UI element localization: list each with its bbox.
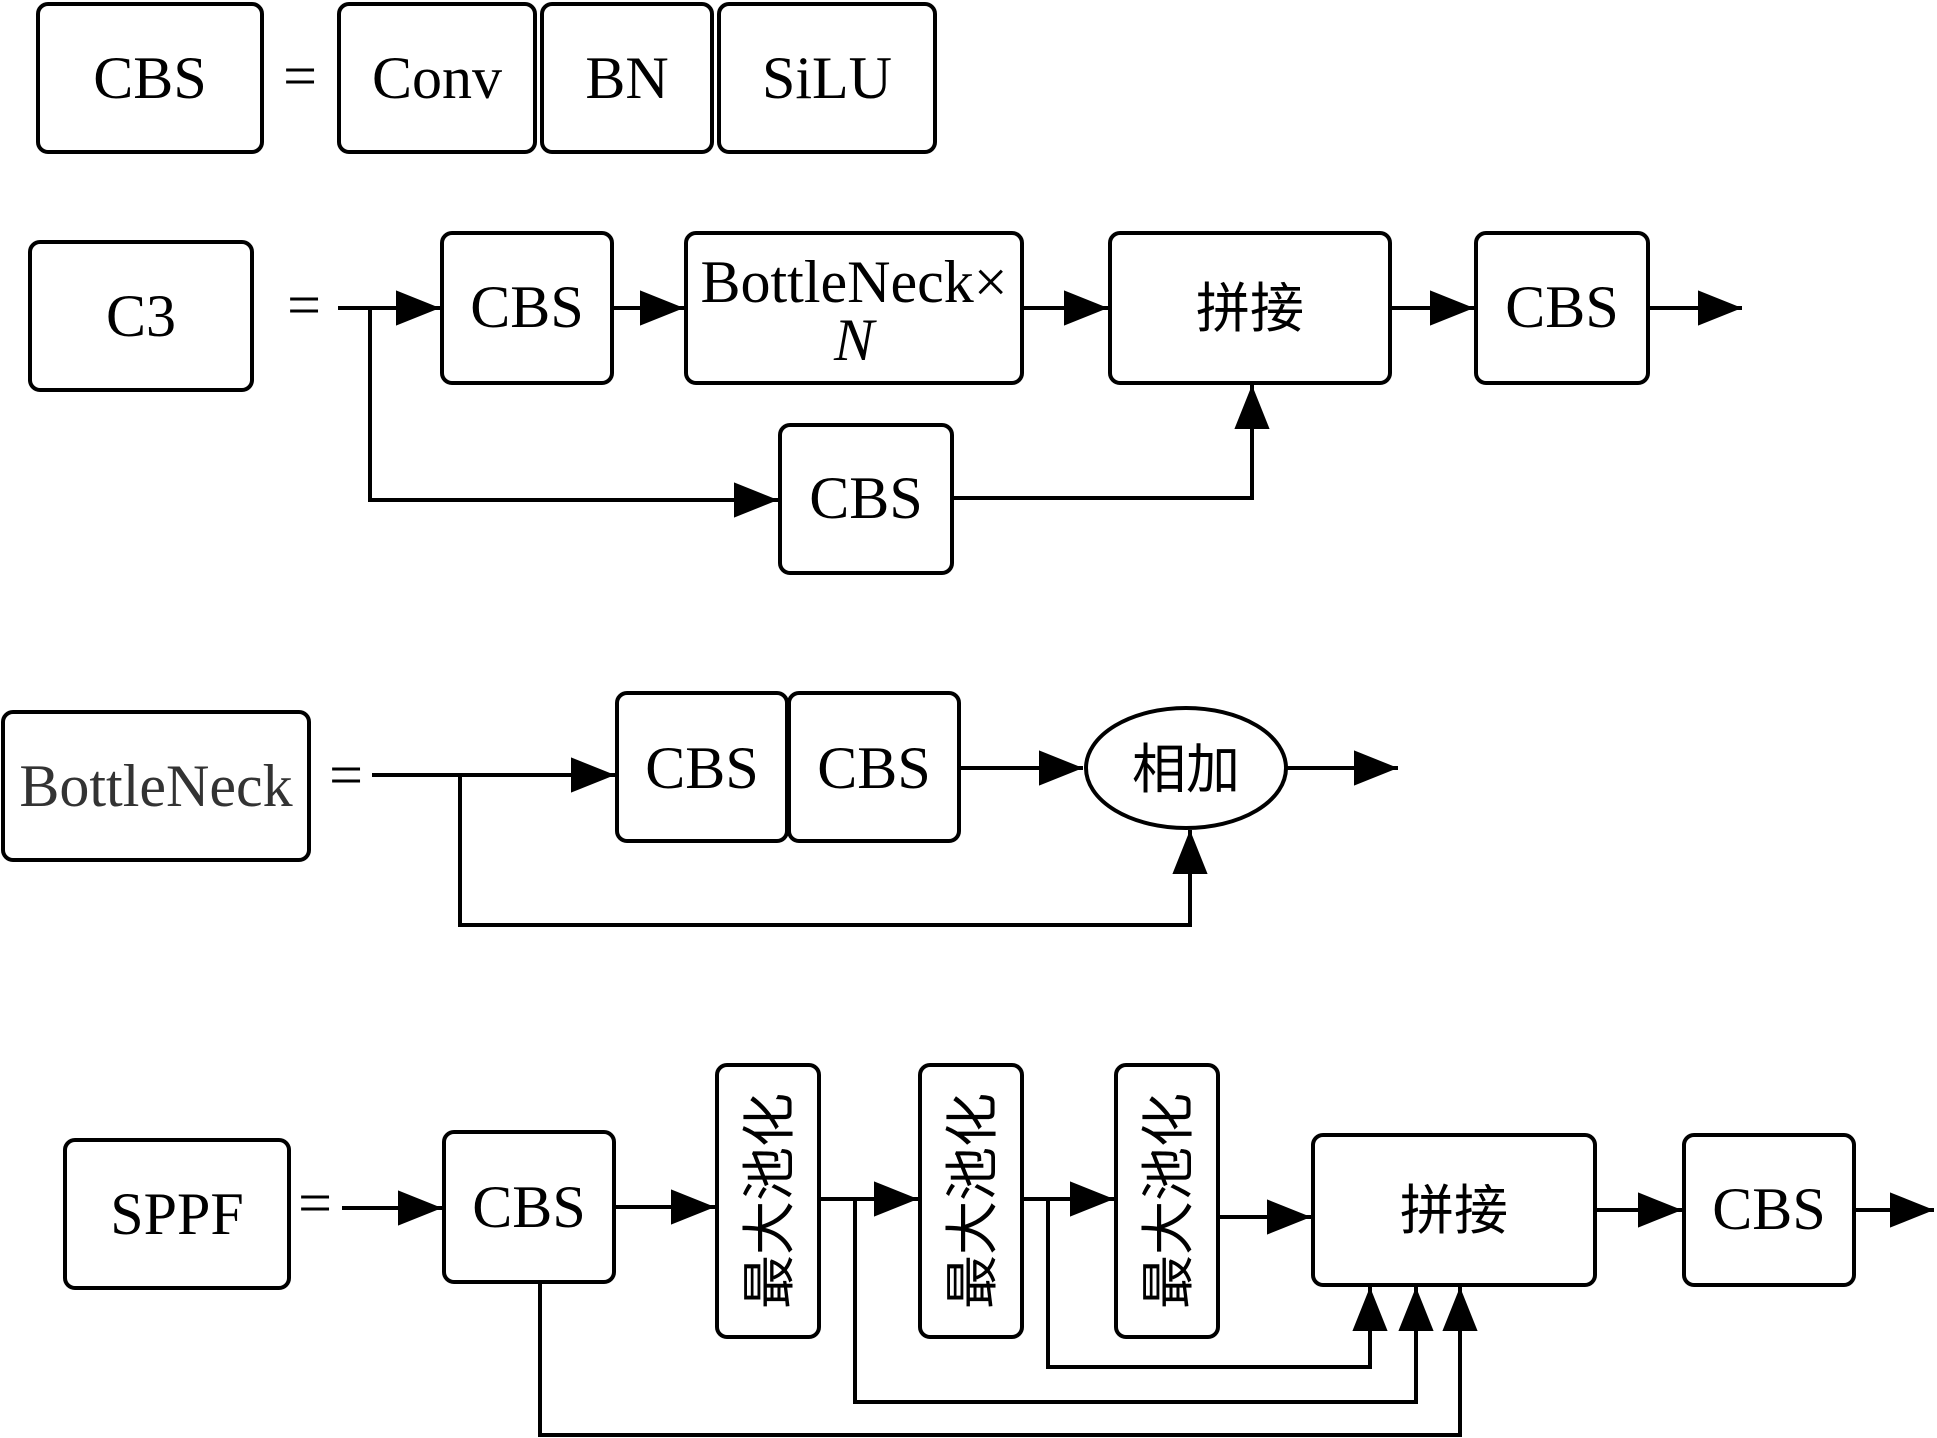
c3-bottleneck-label: BottleNeck× [700, 249, 1007, 315]
c3-bottleneck-n: N [833, 307, 877, 373]
bottleneck-cbs-2-label: CBS [817, 735, 930, 801]
equals-sign: = [283, 43, 317, 109]
maxpool-1-label: 最大池化 [738, 1093, 801, 1309]
conv-box [337, 2, 537, 154]
sppf-cbs-in-label: CBS [472, 1174, 585, 1240]
sppf-name-label: SPPF [110, 1181, 243, 1247]
conv-label: Conv [372, 45, 502, 111]
equals-sign: = [329, 742, 363, 808]
c3-concat-label: 拼接 [1196, 277, 1304, 340]
arrow-branch-to-concat [952, 385, 1270, 500]
c3-cbs-out-label: CBS [1505, 274, 1618, 340]
arrow-to-cbs-branch [368, 308, 778, 518]
bottleneck-add-label: 相加 [1132, 738, 1240, 801]
bottleneck-residual-arrow [458, 775, 1208, 927]
maxpool-3-label: 最大池化 [1137, 1093, 1200, 1309]
c3-cbs-branch-label: CBS [809, 465, 922, 531]
bn-box [540, 2, 714, 154]
sppf-cbs-out-label: CBS [1712, 1176, 1825, 1242]
maxpool-3-box [1114, 1063, 1220, 1339]
sppf-concat-label: 拼接 [1400, 1179, 1508, 1242]
bottleneck-cbs-1-label: CBS [645, 735, 758, 801]
cbs-definition: CBS = Conv BN SiLU [36, 2, 937, 154]
bottleneck-name-label: BottleNeck [19, 753, 292, 819]
skip-cbs-in-to-concat [538, 1282, 1478, 1437]
c3-definition: C3 = CBS BottleNeck× N 拼接 CBS CBS [28, 231, 1742, 575]
cbs-name-box [36, 2, 264, 154]
cbs-name-label: CBS [93, 45, 206, 111]
equals-sign: = [287, 272, 321, 338]
c3-name-label: C3 [106, 283, 176, 349]
c3-name-box [28, 240, 254, 392]
skip-maxpool-1-to-concat [853, 1199, 1434, 1404]
bottleneck-name-box [1, 710, 311, 862]
equals-sign: = [298, 1170, 332, 1236]
sppf-definition: SPPF = CBS 最大池化 最大池化 最大池化 拼接 CBS [63, 1063, 1934, 1437]
sppf-name-box [63, 1138, 291, 1290]
bottleneck-definition: BottleNeck = CBS CBS 相加 [1, 691, 1398, 927]
c3-cbs-in-label: CBS [470, 274, 583, 340]
silu-label: SiLU [762, 45, 892, 111]
silu-box [717, 2, 937, 154]
maxpool-2-label: 最大池化 [941, 1093, 1004, 1309]
bn-label: BN [585, 45, 668, 111]
skip-maxpool-2-to-concat [1046, 1199, 1388, 1369]
